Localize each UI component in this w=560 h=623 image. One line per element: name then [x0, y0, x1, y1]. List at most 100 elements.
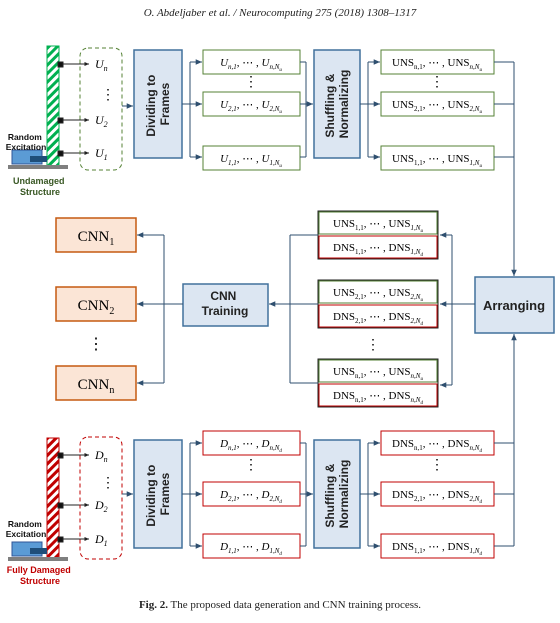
cnn-models: CNN1 CNN2 ⋮ CNNn: [55, 217, 137, 401]
frame-box: [202, 430, 301, 456]
branch-norm-bottom: [360, 440, 380, 549]
shuffle-normalize-label-top: Shuffling & Normalizing: [323, 70, 351, 139]
svg-text:⋮: ⋮: [430, 75, 444, 90]
svg-text:D1,1, ⋯ , D1,Nd: D1,1, ⋯ , D1,Nd: [219, 541, 282, 557]
svg-text:U2: U2: [95, 113, 108, 129]
svg-text:⋮: ⋮: [244, 75, 258, 90]
arranging-to-pairs: [440, 232, 475, 388]
uns-box: [318, 359, 438, 383]
excitation-label-top: Random Excitation: [6, 132, 47, 152]
dns-box: [318, 304, 438, 328]
svg-text:CNN1: CNN1: [78, 229, 115, 248]
merge-frames-top: [300, 61, 313, 158]
svg-text:CNNn: CNNn: [78, 377, 115, 396]
page-header: O. Abdeljaber et al. / Neurocomputing 27…: [144, 7, 417, 19]
svg-text:D2,1, ⋯ , D2,Nd: D2,1, ⋯ , D2,Nd: [219, 489, 282, 505]
merge-to-arranging-bottom: [494, 334, 517, 547]
excitation-label-bottom: Random Excitation: [6, 519, 47, 539]
cnn-training-label: CNN Training: [202, 289, 249, 318]
svg-text:DNSn,1, ⋯ , DNSn,Nd: DNSn,1, ⋯ , DNSn,Nd: [333, 390, 423, 406]
cnn-box: [55, 365, 137, 401]
frames-top: Un,1, ⋯ , Un,Nu ⋮ U2,1, ⋯ , U2,Nu U1,1, …: [202, 49, 301, 171]
branch-frames-bottom: [182, 440, 202, 549]
svg-text:DNS1,1, ⋯ , DNS1,Nd: DNS1,1, ⋯ , DNS1,Nd: [333, 242, 423, 258]
norm-box: [380, 91, 495, 117]
frame-box: [202, 49, 301, 75]
signal-labels-bottom: Dn ⋮ D2 D1: [94, 448, 115, 548]
shuffle-normalize-box-bottom: [313, 439, 361, 549]
svg-text:Un,1, ⋯ , Un,Nu: Un,1, ⋯ , Un,Nu: [220, 57, 282, 73]
normalized-frames-top: UNSn,1, ⋯ , UNSn,Nu ⋮ UNS2,1, ⋯ , UNS2,N…: [380, 49, 495, 171]
shuffle-normalize-box-top: [313, 49, 361, 159]
uns-box: [318, 280, 438, 304]
norm-box: [380, 145, 495, 171]
svg-text:⋮: ⋮: [430, 458, 444, 473]
svg-text:DNS2,1, ⋯ , DNS2,Nd: DNS2,1, ⋯ , DNS2,Nd: [392, 489, 482, 505]
divide-frames-box-bottom: [133, 439, 183, 549]
svg-text:UNS2,1, ⋯ , UNS2,Nu: UNS2,1, ⋯ , UNS2,Nu: [392, 99, 482, 115]
svg-text:D2: D2: [94, 498, 108, 514]
norm-box: [380, 430, 495, 456]
arranging-label: Arranging: [483, 298, 545, 313]
divide-frames-label-bottom: Dividing to Frames: [144, 461, 172, 526]
pairs-to-training: [269, 234, 318, 384]
svg-text:D1: D1: [94, 532, 108, 548]
norm-box: [380, 481, 495, 507]
structure-label-top: Undamaged Structure: [13, 176, 67, 197]
sensor-arrows-bottom: [57, 452, 89, 543]
svg-text:UNSn,1, ⋯ , UNSn,Nu: UNSn,1, ⋯ , UNSn,Nu: [392, 57, 482, 73]
frame-box: [202, 533, 301, 559]
svg-text:UNSn,1, ⋯ , UNSn,Nu: UNSn,1, ⋯ , UNSn,Nu: [333, 366, 423, 382]
svg-text:UNS1,1, ⋯ , UNS1,Nu: UNS1,1, ⋯ , UNS1,Nu: [333, 218, 423, 234]
signal-group-top: [79, 47, 123, 171]
svg-text:⋮: ⋮: [244, 458, 258, 473]
cnn-box: [55, 217, 137, 253]
damaged-structure: [8, 437, 68, 561]
svg-text:⋮: ⋮: [88, 336, 104, 353]
branch-norm-top: [360, 59, 380, 160]
svg-text:DNS1,1, ⋯ , DNS1,Nd: DNS1,1, ⋯ , DNS1,Nd: [392, 541, 482, 557]
frames-bottom: Dn,1, ⋯ , Dn,Nd ⋮ D2,1, ⋯ , D2,Nd D1,1, …: [202, 430, 301, 559]
merge-frames-bottom: [300, 442, 313, 547]
branch-frames-top: [182, 59, 202, 160]
svg-text:Un: Un: [95, 57, 108, 73]
svg-text:⋮: ⋮: [101, 88, 115, 103]
signal-group-bottom: [79, 436, 123, 560]
svg-text:U2,1, ⋯ , U2,Nu: U2,1, ⋯ , U2,Nu: [220, 99, 282, 115]
dns-box: [318, 383, 438, 407]
divide-frames-label-top: Dividing to Frames: [144, 71, 172, 136]
divide-frames-box-top: [133, 49, 183, 159]
norm-box: [380, 49, 495, 75]
structure-label-bottom: Fully Damaged Structure: [7, 565, 74, 586]
svg-text:Dn,1, ⋯ , Dn,Nd: Dn,1, ⋯ , Dn,Nd: [219, 438, 282, 454]
frame-box: [202, 91, 301, 117]
cnn-training-box: [182, 283, 269, 327]
undamaged-structure: [8, 45, 68, 169]
training-to-cnns: [137, 232, 183, 386]
svg-text:DNSn,1, ⋯ , DNSn,Nd: DNSn,1, ⋯ , DNSn,Nd: [392, 438, 482, 454]
signal-labels-top: Un ⋮ U2 U1: [95, 57, 115, 162]
dns-box: [318, 235, 438, 259]
merge-to-arranging-top: [494, 61, 517, 276]
normalized-frames-bottom: DNSn,1, ⋯ , DNSn,Nd ⋮ DNS2,1, ⋯ , DNS2,N…: [380, 430, 495, 559]
svg-text:⋮: ⋮: [366, 338, 380, 353]
svg-text:⋮: ⋮: [101, 476, 115, 491]
svg-text:Dn: Dn: [94, 448, 108, 464]
sensor-arrows-top: [57, 61, 89, 157]
svg-text:U1,1, ⋯ , U1,Nu: U1,1, ⋯ , U1,Nu: [220, 153, 282, 169]
svg-text:UNS2,1, ⋯ , UNS2,Nu: UNS2,1, ⋯ , UNS2,Nu: [333, 287, 423, 303]
training-pairs: UNS1,1, ⋯ , UNS1,Nu DNS1,1, ⋯ , DNS1,Nd …: [317, 210, 439, 408]
frame-box: [202, 481, 301, 507]
uns-box: [318, 211, 438, 235]
svg-text:U1: U1: [95, 146, 108, 162]
svg-text:UNS1,1, ⋯ , UNS1,Nu: UNS1,1, ⋯ , UNS1,Nu: [392, 153, 482, 169]
arranging-box: [474, 276, 555, 334]
figure-caption: Fig. 2. The proposed data generation and…: [139, 599, 421, 611]
svg-text:CNN2: CNN2: [78, 298, 115, 317]
cnn-box: [55, 286, 137, 322]
frame-box: [202, 145, 301, 171]
svg-text:DNS2,1, ⋯ , DNS2,Nd: DNS2,1, ⋯ , DNS2,Nd: [333, 311, 423, 327]
norm-box: [380, 533, 495, 559]
shuffle-normalize-label-bottom: Shuffling & Normalizing: [323, 460, 351, 529]
